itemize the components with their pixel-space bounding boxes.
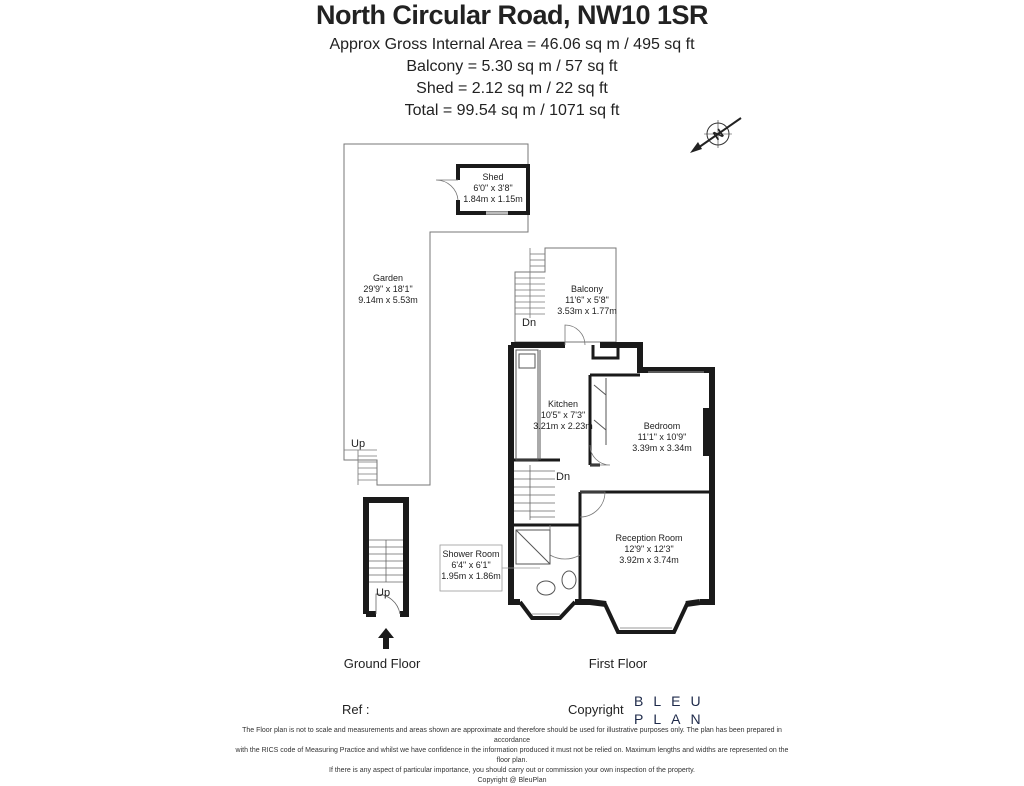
entrance-arrow-icon bbox=[378, 628, 394, 649]
internal-walls bbox=[514, 345, 712, 602]
shed-area: Shed = 2.12 sq m / 22 sq ft bbox=[416, 80, 608, 97]
stair-label-up-garden: Up bbox=[351, 438, 365, 450]
svg-text:Balcony: Balcony bbox=[571, 284, 604, 294]
svg-text:10'5" x 7'3": 10'5" x 7'3" bbox=[541, 410, 585, 420]
compass-n-label: N bbox=[710, 126, 726, 144]
svg-text:3.53m x 1.77m: 3.53m x 1.77m bbox=[557, 306, 617, 316]
copyright-label: Copyright bbox=[568, 702, 624, 717]
floor-plan-drawing: N bbox=[343, 117, 742, 649]
svg-text:1.95m x 1.86m: 1.95m x 1.86m bbox=[441, 571, 501, 581]
garden-stairs bbox=[344, 449, 377, 485]
first-floor-walls bbox=[508, 342, 715, 607]
stair-label-dn-internal: Dn bbox=[556, 471, 570, 483]
disclaimer-line-1: The Floor plan is not to scale and measu… bbox=[242, 727, 782, 744]
logo-line-1: BLEU bbox=[634, 693, 711, 709]
svg-text:Bedroom: Bedroom bbox=[644, 421, 681, 431]
svg-text:Garden: Garden bbox=[373, 273, 403, 283]
stair-label-up-ground: Up bbox=[376, 587, 390, 599]
room-label-reception: Reception Room 12'9" x 12'3" 3.92m x 3.7… bbox=[615, 533, 682, 565]
disclaimer-line-4: Copyright @ BleuPlan bbox=[477, 777, 547, 784]
bleuplan-logo: BLEU PLAN bbox=[634, 692, 711, 728]
room-label-kitchen: Kitchen 10'5" x 7'3" 3.21m x 2.23m bbox=[533, 399, 593, 431]
svg-text:1.84m x 1.15m: 1.84m x 1.15m bbox=[463, 194, 523, 204]
ground-floor-stairs bbox=[369, 539, 403, 615]
internal-stairs bbox=[514, 465, 555, 520]
disclaimer-line-2: with the RICS code of Measuring Practice… bbox=[235, 747, 789, 764]
balcony-area: Balcony = 5.30 sq m / 57 sq ft bbox=[406, 58, 618, 75]
svg-text:Shed: Shed bbox=[482, 172, 503, 182]
svg-text:3.39m x 3.34m: 3.39m x 3.34m bbox=[632, 443, 692, 453]
logo-line-2: PLAN bbox=[634, 711, 711, 727]
svg-text:12'9" x 12'3": 12'9" x 12'3" bbox=[624, 544, 673, 554]
svg-text:3.92m x 3.74m: 3.92m x 3.74m bbox=[619, 555, 679, 565]
room-label-garden: Garden 29'9" x 18'1" 9.14m x 5.53m bbox=[358, 273, 418, 305]
ground-floor-walls bbox=[363, 497, 409, 617]
room-label-shower: Shower Room 6'4" x 6'1" 1.95m x 1.86m bbox=[441, 549, 501, 581]
shower-fittings bbox=[515, 529, 577, 596]
svg-text:6'4" x 6'1": 6'4" x 6'1" bbox=[451, 560, 490, 570]
room-label-balcony: Balcony 11'6" x 5'8" 3.53m x 1.77m bbox=[557, 284, 617, 316]
wardrobe bbox=[593, 378, 607, 445]
room-label-shed: Shed 6'0" x 3'8" 1.84m x 1.15m bbox=[463, 172, 523, 204]
ground-floor-label: Ground Floor bbox=[343, 656, 421, 671]
north-arrow-icon: N bbox=[690, 117, 742, 153]
stair-label-dn-balcony: Dn bbox=[522, 317, 536, 329]
svg-text:29'9" x 18'1": 29'9" x 18'1" bbox=[363, 284, 412, 294]
bay-windows bbox=[518, 600, 690, 634]
shed-outline bbox=[435, 164, 530, 215]
svg-text:Kitchen: Kitchen bbox=[548, 399, 578, 409]
svg-text:6'0" x 3'8": 6'0" x 3'8" bbox=[473, 183, 512, 193]
svg-text:Shower Room: Shower Room bbox=[442, 549, 499, 559]
svg-text:9.14m x 5.53m: 9.14m x 5.53m bbox=[358, 295, 418, 305]
bedroom-radiator bbox=[703, 408, 709, 456]
shower-label-box bbox=[439, 544, 503, 592]
svg-text:Reception Room: Reception Room bbox=[615, 533, 682, 543]
kitchen-units bbox=[515, 349, 541, 461]
svg-text:11'6" x 5'8": 11'6" x 5'8" bbox=[565, 295, 609, 305]
first-floor-label: First Floor bbox=[588, 656, 648, 671]
balcony-stairs bbox=[515, 248, 545, 318]
plan-title: North Circular Road, NW10 1SR bbox=[315, 0, 709, 30]
gross-internal-area: Approx Gross Internal Area = 46.06 sq m … bbox=[329, 36, 695, 53]
svg-text:3.21m x 2.23m: 3.21m x 2.23m bbox=[533, 421, 593, 431]
total-area: Total = 99.54 sq m / 1071 sq ft bbox=[404, 102, 620, 119]
ref-label: Ref : bbox=[342, 702, 370, 717]
disclaimer: The Floor plan is not to scale and measu… bbox=[232, 726, 792, 786]
svg-text:11'1" x 10'9": 11'1" x 10'9" bbox=[638, 432, 687, 442]
room-label-bedroom: Bedroom 11'1" x 10'9" 3.39m x 3.34m bbox=[632, 421, 692, 453]
window-glazing bbox=[532, 371, 704, 629]
